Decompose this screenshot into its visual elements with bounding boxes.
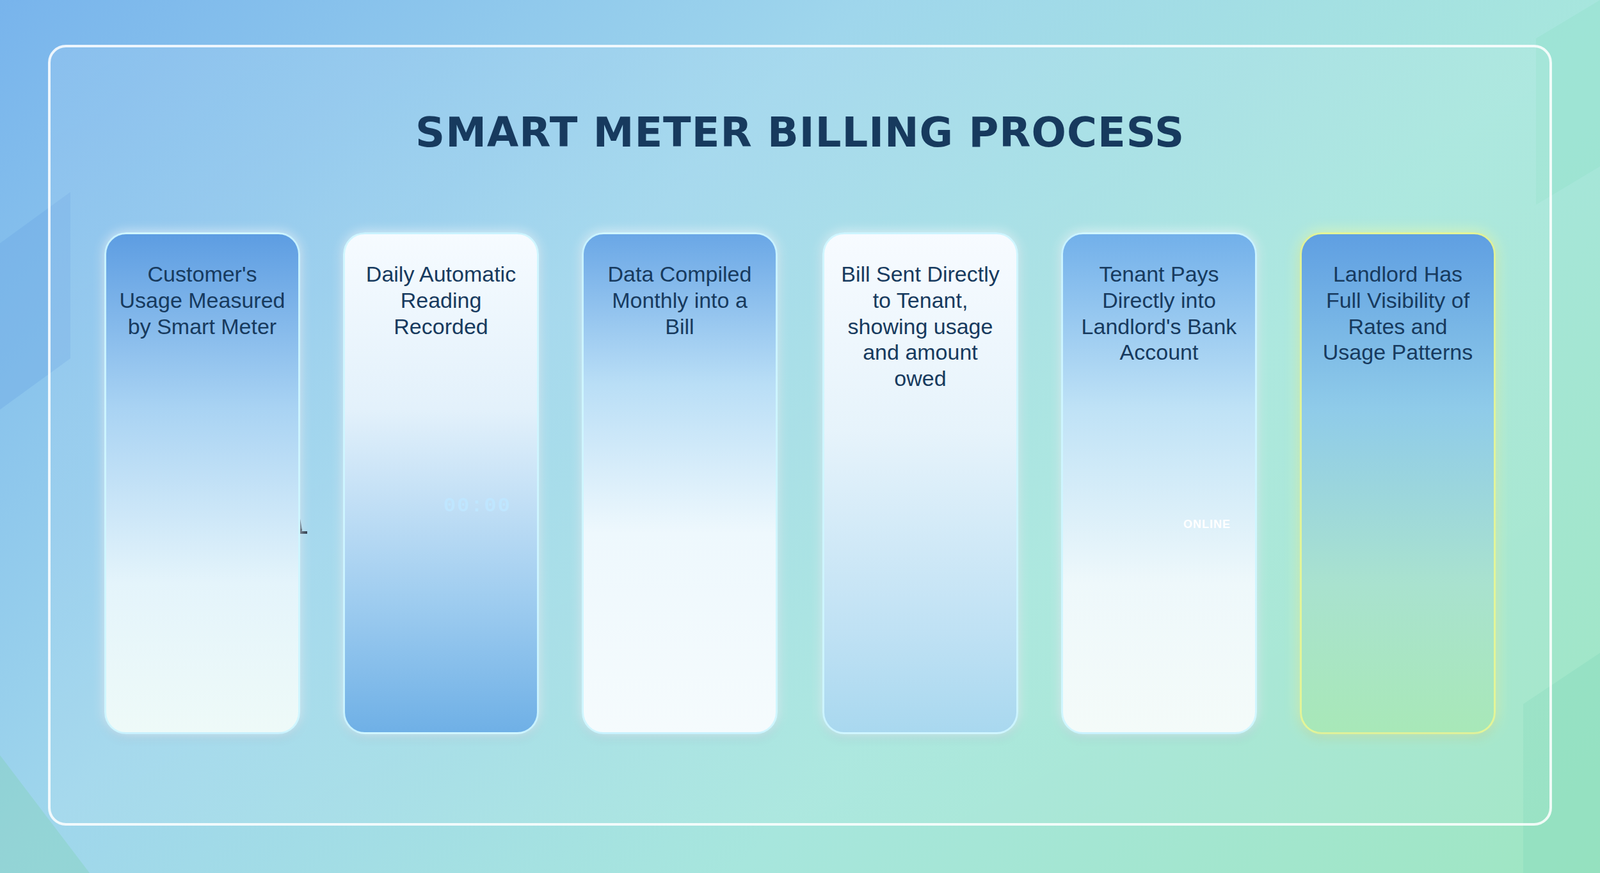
outer-frame (49, 46, 1551, 825)
cloud-icon-part (441, 490, 514, 521)
step-label: Customer's Usage Measured by Smart Meter (119, 261, 286, 340)
step-label: Data Compiled Monthly into a Bill (596, 261, 763, 340)
process-card: Data Compiled Monthly into a Bill (581, 232, 778, 735)
step-label: Tenant Pays Directly into Landlord's Ban… (1075, 261, 1243, 366)
step-label: Bill Sent Directly to Tenant, showing us… (837, 261, 1004, 392)
process-card: Bill Sent Directly to Tenant, showing us… (822, 232, 1019, 735)
clock-readout: 00:00 (443, 494, 512, 518)
flow-arrow (1259, 462, 1298, 476)
step-label: Landlord Has Full Visibility of Rates an… (1314, 261, 1481, 366)
flow-arrow (302, 462, 341, 476)
step-label: Daily Automatic Reading Recorded (357, 261, 525, 340)
diagram-title: SMART METER BILLING PROCESS (0, 108, 1600, 157)
flow-arrow (780, 462, 820, 476)
process-card: Customer's Usage Measured by Smart Meter (104, 232, 301, 735)
flow-arrow (1020, 462, 1059, 476)
process-card: Tenant Pays Directly into Landlord's Ban… (1061, 232, 1257, 735)
process-card: Daily Automatic Reading Recorded (343, 232, 539, 735)
process-card: Landlord Has Full Visibility of Rates an… (1299, 232, 1496, 735)
flow-arrow (541, 462, 580, 476)
online-tag: ONLINE (1183, 517, 1231, 532)
